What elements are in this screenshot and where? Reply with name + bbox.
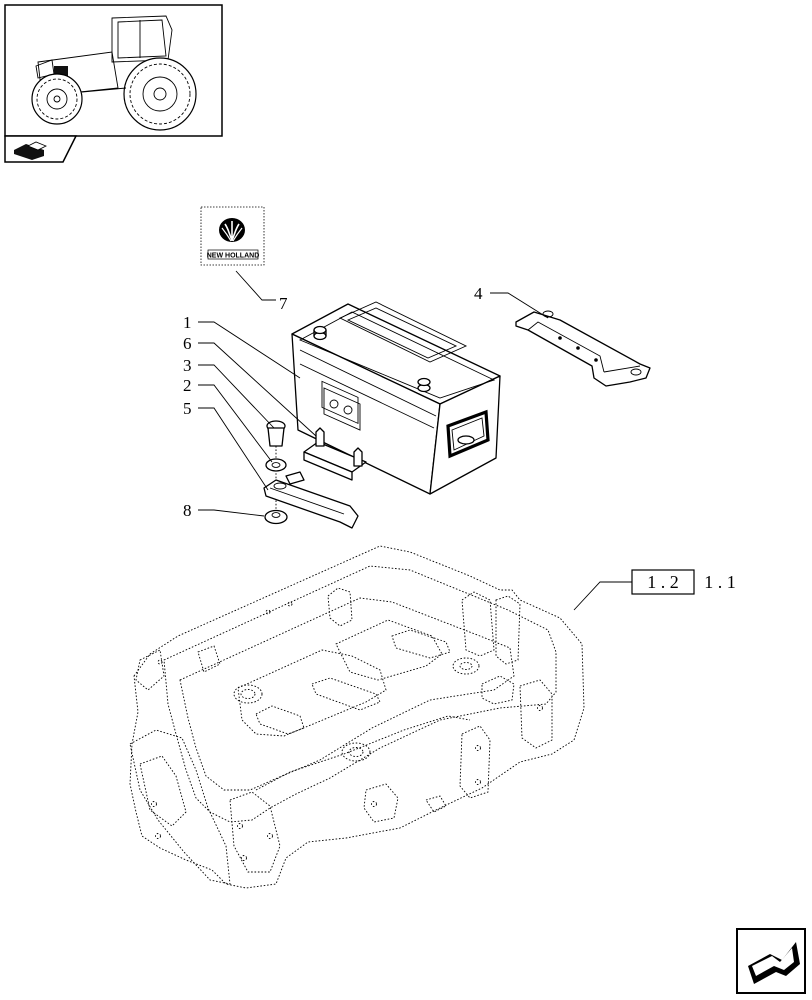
tractor-icon xyxy=(31,15,197,131)
battery-section-icon xyxy=(14,141,47,160)
section-tab[interactable] xyxy=(4,135,78,163)
leader-2 xyxy=(198,384,273,463)
leader-lines xyxy=(198,270,632,611)
callout-6: 6 xyxy=(183,334,192,353)
new-holland-logo-icon xyxy=(219,218,245,242)
callout-5: 5 xyxy=(183,399,192,418)
bracket-part-4 xyxy=(515,310,651,387)
callout-2: 2 xyxy=(183,376,192,395)
callout-1: 1 xyxy=(183,313,192,332)
callout-8: 8 xyxy=(183,501,192,520)
next-page-button[interactable] xyxy=(736,928,806,994)
reference-boxed: 1 . 2 xyxy=(647,572,679,592)
washer-part-8 xyxy=(264,509,288,525)
leader-8 xyxy=(198,509,265,517)
battery-part-1 xyxy=(291,301,501,495)
leader-6 xyxy=(198,342,317,437)
tractor-thumbnail[interactable] xyxy=(4,4,223,137)
decal-part-7: NEW HOLLAND xyxy=(200,206,265,266)
reference-rest: 1 . 1 xyxy=(704,572,736,592)
washer-part-2 xyxy=(265,458,287,472)
section-reference[interactable]: 1 . 2 1 . 1 xyxy=(631,569,736,595)
callout-3: 3 xyxy=(183,356,192,375)
leader-5 xyxy=(198,407,269,491)
chassis-outline xyxy=(129,545,585,889)
callout-4: 4 xyxy=(474,284,483,303)
bolt-part-3 xyxy=(266,420,286,520)
next-page-arrow-icon xyxy=(748,942,800,984)
clamp-part-5 xyxy=(263,471,359,529)
leader-ref xyxy=(573,581,632,611)
plate-part-6 xyxy=(303,427,367,481)
callout-7: 7 xyxy=(279,294,288,313)
leader-7 xyxy=(235,270,276,301)
leader-1 xyxy=(198,321,301,379)
leader-3 xyxy=(198,364,275,429)
callouts: 7 1 6 3 2 5 8 4 xyxy=(183,284,483,520)
leader-4 xyxy=(490,292,549,319)
decal-text: NEW HOLLAND xyxy=(207,253,260,260)
